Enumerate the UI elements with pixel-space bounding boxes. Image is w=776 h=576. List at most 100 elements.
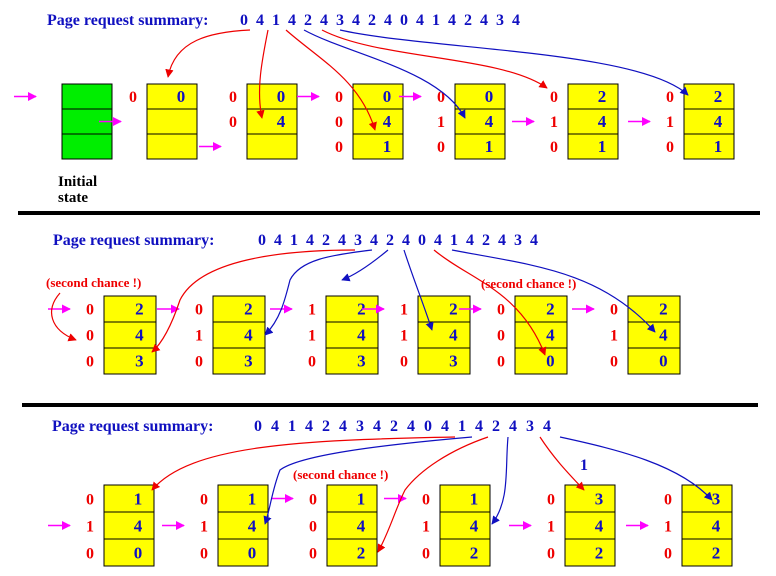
frame-page-number: 2 xyxy=(244,300,253,319)
reference-bit: 1 xyxy=(200,518,208,535)
page-frame-slot xyxy=(681,484,733,513)
request-page-number: 4 xyxy=(402,232,410,249)
request-arrow xyxy=(559,436,713,501)
reference-bit: 0 xyxy=(666,89,674,106)
extra-reference-bit: 1 xyxy=(580,457,588,474)
request-arrow xyxy=(451,249,656,333)
request-page-number: 4 xyxy=(373,418,381,435)
frame-page-number: 4 xyxy=(595,516,604,535)
request-arrow xyxy=(341,249,389,282)
reference-bit: 0 xyxy=(547,545,555,562)
page-frame-slot xyxy=(352,83,404,110)
reference-bit: 0 xyxy=(666,139,674,156)
request-arrow xyxy=(303,29,466,119)
request-page-number: 4 xyxy=(306,232,314,249)
frame-page-number: 2 xyxy=(135,300,144,319)
page-frame-slot xyxy=(683,108,735,135)
reference-bit: 0 xyxy=(200,545,208,562)
request-page-number: 0 xyxy=(400,12,408,29)
page-frame-slot xyxy=(212,321,266,349)
frame-page-number: 1 xyxy=(357,489,366,508)
frame-page-number: 4 xyxy=(470,516,479,535)
frame-page-number: 2 xyxy=(546,300,555,319)
frame-page-number: 1 xyxy=(248,489,257,508)
request-page-number: 4 xyxy=(512,12,520,29)
frame-page-number: 2 xyxy=(714,87,723,106)
request-page-number: 0 xyxy=(254,418,262,435)
reference-bit: 0 xyxy=(400,354,408,371)
frame-page-number: 4 xyxy=(485,112,494,131)
frame-page-number: 0 xyxy=(277,87,286,106)
reference-bit: 1 xyxy=(308,302,316,319)
reference-bit: 0 xyxy=(229,114,237,131)
page-frame-slot xyxy=(217,538,269,567)
reference-bit: 0 xyxy=(86,302,94,319)
reference-bit: 0 xyxy=(664,545,672,562)
page-frame-slot xyxy=(514,347,568,375)
frame-page-number: 0 xyxy=(383,87,392,106)
page-frame-slot xyxy=(514,295,568,323)
reference-bit: 0 xyxy=(610,354,618,371)
page-frame-slot xyxy=(439,484,491,513)
reference-bit: 0 xyxy=(437,89,445,106)
page-frame-slot xyxy=(103,538,155,567)
reference-bit: 0 xyxy=(200,491,208,508)
page-frame-slot xyxy=(326,511,378,540)
request-page-number: 1 xyxy=(272,12,280,29)
page-frame-slot xyxy=(454,83,506,110)
reference-bit: 0 xyxy=(309,545,317,562)
initial-state-label: Initial xyxy=(58,174,97,190)
frame-page-number: 2 xyxy=(449,300,458,319)
page-frame-slot xyxy=(325,321,379,349)
reference-bit: 0 xyxy=(422,491,430,508)
page-frame-slot xyxy=(217,484,269,513)
request-page-number: 2 xyxy=(482,232,490,249)
reference-bit: 1 xyxy=(195,328,203,345)
request-page-number: 2 xyxy=(390,418,398,435)
request-arrow xyxy=(403,249,434,331)
reference-bit: 0 xyxy=(129,89,137,106)
reference-bit: 0 xyxy=(195,302,203,319)
reference-bit: 0 xyxy=(547,491,555,508)
page-frame-slot xyxy=(146,83,198,110)
request-page-number: 1 xyxy=(288,418,296,435)
second-chance-note: (second chance !) xyxy=(46,275,141,290)
frame-page-number: 3 xyxy=(595,489,604,508)
reference-bit: 1 xyxy=(547,518,555,535)
frame-page-number: 1 xyxy=(598,137,607,156)
request-page-number: 4 xyxy=(352,12,360,29)
request-page-number: 3 xyxy=(354,232,362,249)
page-frame-slot xyxy=(326,484,378,513)
request-arrows-row2 xyxy=(51,249,656,356)
frame-page-number: 0 xyxy=(177,87,186,106)
frame-page-number: 2 xyxy=(595,543,604,562)
reference-bit: 0 xyxy=(497,328,505,345)
request-arrow xyxy=(539,436,585,491)
summary-label: Page request summary: xyxy=(47,12,208,29)
page-frame-slot xyxy=(514,321,568,349)
page-frame-slot xyxy=(352,108,404,135)
request-page-number: 2 xyxy=(304,12,312,29)
frame-page-number: 1 xyxy=(714,137,723,156)
reference-bit: 0 xyxy=(309,491,317,508)
page-frame-slot xyxy=(326,538,378,567)
frame-page-number: 0 xyxy=(134,543,143,562)
frame-state: 3 0 4 1 2 0 xyxy=(509,484,616,567)
request-arrow xyxy=(491,436,509,525)
frame-page-number: 1 xyxy=(485,137,494,156)
frame-page-number: 2 xyxy=(598,87,607,106)
reference-bit: 0 xyxy=(86,328,94,345)
page-frame-slot xyxy=(246,83,298,110)
request-arrow xyxy=(264,249,373,336)
second-chance-arrow xyxy=(51,292,77,342)
frame-page-number: 0 xyxy=(485,87,494,106)
page-frame-slot xyxy=(439,538,491,567)
frame-page-number: 0 xyxy=(659,352,668,371)
